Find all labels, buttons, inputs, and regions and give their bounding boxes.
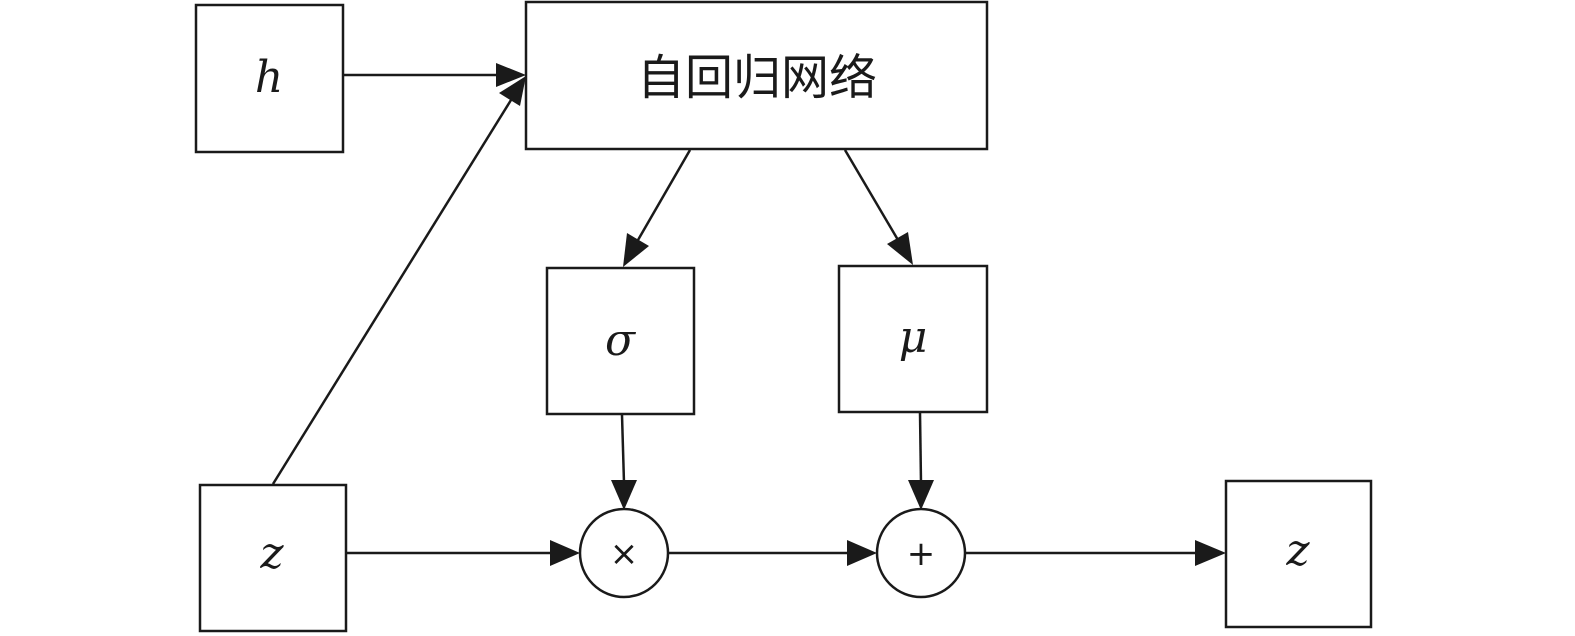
arrowhead-z-to-multiply <box>550 540 580 566</box>
arrowhead-multiply-to-add <box>847 540 877 566</box>
arrowhead-h-to-autoregressive <box>496 63 526 87</box>
node-h: h <box>194 3 345 154</box>
z-output-label: z <box>1285 525 1310 576</box>
z-input-box <box>198 483 348 633</box>
z-output-box <box>1224 479 1373 629</box>
edge-autoregressive-to-sigma <box>636 149 692 241</box>
node-autoregressive: 自回归网络 <box>524 0 989 151</box>
arrowhead-mu-to-add <box>908 480 934 510</box>
h-label: h <box>255 52 283 103</box>
node-add: + <box>875 507 967 599</box>
autoregressive-box <box>524 0 989 151</box>
node-z-output: z <box>1224 479 1373 629</box>
h-box <box>194 3 345 154</box>
edge-sigma-to-multiply <box>620 414 626 484</box>
add-circle <box>875 507 967 599</box>
arrowhead-autoregressive-to-mu <box>887 232 913 265</box>
mu-box <box>837 264 989 414</box>
autoregressive-label: 自回归网络 <box>637 50 877 106</box>
node-mu: μ <box>837 264 989 414</box>
arrowhead-autoregressive-to-sigma <box>623 233 649 267</box>
sigma-box <box>545 266 696 416</box>
mu-label: μ <box>899 312 928 363</box>
edges <box>271 63 1226 566</box>
sigma-label: σ <box>605 315 637 366</box>
edge-mu-to-add <box>918 412 923 484</box>
arrowhead-sigma-to-multiply <box>611 480 637 510</box>
arrowhead-z-to-autoregressive <box>499 76 526 106</box>
add-symbol: + <box>907 534 936 574</box>
node-multiply: × <box>578 507 670 599</box>
node-z-input: z <box>198 483 348 633</box>
multiply-circle <box>578 507 670 599</box>
node-sigma: σ <box>545 266 696 416</box>
edge-autoregressive-to-mu <box>843 149 900 241</box>
arrowhead-add-to-z-out <box>1195 540 1226 566</box>
edge-z-to-autoregressive <box>271 99 513 485</box>
multiply-symbol: × <box>610 534 639 574</box>
z-input-label: z <box>259 528 284 579</box>
